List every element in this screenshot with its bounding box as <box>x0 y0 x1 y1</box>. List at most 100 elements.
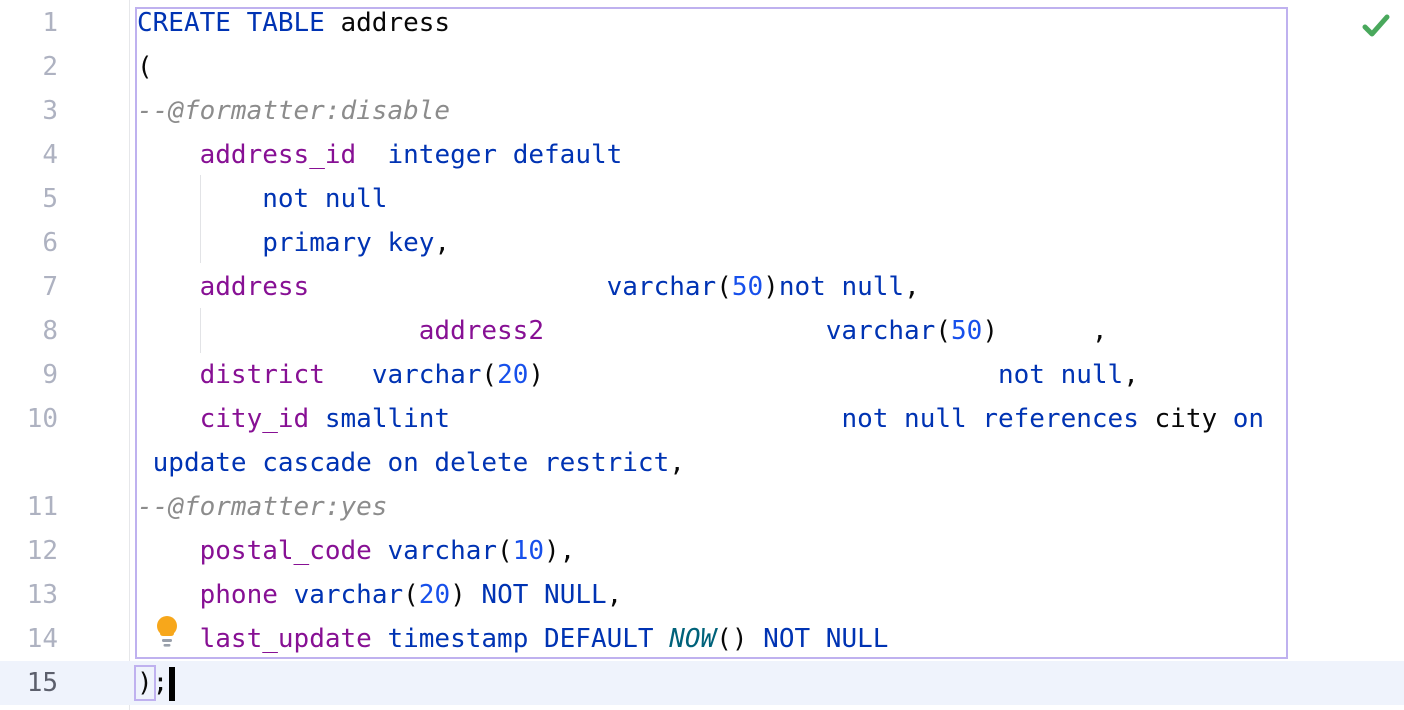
code-token: district <box>199 360 325 390</box>
code-token: not null <box>997 360 1124 390</box>
code-token: , <box>669 448 685 478</box>
code-line[interactable]: postal_code varchar(10), <box>137 529 1264 573</box>
code-token: , <box>997 316 1108 346</box>
code-token: ( <box>716 272 732 302</box>
code-token: ( <box>935 316 951 346</box>
code-token: not null <box>778 272 905 302</box>
code-token <box>278 580 294 610</box>
code-line[interactable]: update cascade on delete restrict, <box>137 441 1264 485</box>
line-number: 3 <box>42 96 58 126</box>
code-token: 20 <box>497 360 529 390</box>
code-token: ( <box>497 536 513 566</box>
gutter-separator <box>129 0 130 710</box>
code-token <box>309 272 606 302</box>
code-token <box>325 360 372 390</box>
code-token: city <box>1138 404 1233 434</box>
code-token: , <box>606 580 623 610</box>
code-token <box>654 624 670 654</box>
line-number: 10 <box>26 404 58 434</box>
code-token <box>137 140 200 170</box>
code-token: ), <box>544 536 576 566</box>
code-token <box>137 580 200 610</box>
code-token: ) <box>528 360 545 390</box>
code-line[interactable]: primary key, <box>137 221 1264 265</box>
code-line[interactable]: ( <box>137 45 1264 89</box>
line-number: 11 <box>26 492 58 522</box>
code-token <box>137 404 200 434</box>
code-token: on <box>1232 404 1265 434</box>
code-token: NOW <box>669 624 717 654</box>
code-token <box>137 228 262 258</box>
code-line[interactable]: last_update timestamp DEFAULT NOW() NOT … <box>137 617 1264 661</box>
code-line[interactable]: --@formatter:disable <box>137 89 1264 133</box>
code-token <box>309 404 325 434</box>
line-number: 15 <box>26 668 58 698</box>
code-token <box>137 360 200 390</box>
code-token: address <box>199 272 310 302</box>
code-line[interactable]: address varchar(50)not null, <box>137 265 1264 309</box>
code-token: NOT NULL <box>481 580 607 610</box>
code-token: NOT NULL <box>763 624 889 654</box>
line-number: 7 <box>42 272 58 302</box>
line-number: 9 <box>42 360 58 390</box>
line-number: 13 <box>26 580 58 610</box>
code-token: , <box>434 228 451 258</box>
code-token <box>137 448 153 478</box>
code-line[interactable]: ); <box>134 661 1264 705</box>
text-caret <box>169 666 176 701</box>
line-number: 14 <box>26 624 58 654</box>
code-token: () <box>716 624 764 654</box>
code-token <box>450 404 841 434</box>
code-token: --@formatter:yes <box>137 492 388 522</box>
caret-row-highlight <box>0 661 1404 705</box>
intention-lightbulb-icon[interactable] <box>150 614 184 650</box>
code-line[interactable]: CREATE TABLE address <box>137 1 1264 45</box>
line-number: 2 <box>42 52 58 82</box>
code-token: ( <box>481 360 498 390</box>
code-line[interactable]: address_id integer default <box>137 133 1264 177</box>
code-line[interactable]: not null <box>137 177 1264 221</box>
code-token <box>356 140 387 170</box>
code-token: 50 <box>951 316 983 346</box>
inspection-passed-check-icon[interactable] <box>1358 8 1394 44</box>
code-token: not null references <box>841 404 1139 434</box>
code-token: postal_code <box>199 536 372 566</box>
code-line[interactable]: address2 varchar(50) , <box>137 309 1264 353</box>
matched-brace: ) <box>134 665 156 701</box>
code-line[interactable]: district varchar(20) not null, <box>137 353 1264 397</box>
code-token: 20 <box>418 580 451 610</box>
code-token: CREATE TABLE <box>137 8 325 38</box>
line-number: 4 <box>42 140 58 170</box>
code-token: 50 <box>731 272 764 302</box>
code-token: , <box>1123 360 1139 390</box>
indent-guide <box>200 308 201 353</box>
line-number: 1 <box>42 8 58 38</box>
code-token <box>544 360 998 390</box>
code-token: --@formatter:disable <box>137 96 451 126</box>
code-area[interactable]: CREATE TABLE address ( --@formatter:disabl… <box>134 1 1264 705</box>
code-token <box>372 536 388 566</box>
code-token: varchar <box>825 316 936 346</box>
code-line[interactable]: --@formatter:yes <box>137 485 1264 529</box>
code-token: smallint <box>324 404 451 434</box>
code-token: varchar <box>606 272 717 302</box>
code-token: ( <box>137 52 153 82</box>
code-token <box>137 316 419 346</box>
code-token <box>372 624 388 654</box>
line-number: 5 <box>42 184 58 214</box>
code-token <box>137 536 200 566</box>
code-line[interactable]: city_id smallint not null references cit… <box>137 397 1264 441</box>
code-token: last_update <box>199 624 372 654</box>
code-token: address <box>324 8 451 38</box>
code-line[interactable]: phone varchar(20) NOT NULL, <box>137 573 1264 617</box>
code-token: not null <box>262 184 388 214</box>
code-token: varchar <box>387 536 498 566</box>
code-token: city_id <box>199 404 310 434</box>
code-token: integer default <box>387 140 623 170</box>
code-token: address2 <box>418 316 544 346</box>
code-token <box>137 184 262 214</box>
code-token <box>137 272 200 302</box>
code-token: primary key <box>262 228 435 258</box>
